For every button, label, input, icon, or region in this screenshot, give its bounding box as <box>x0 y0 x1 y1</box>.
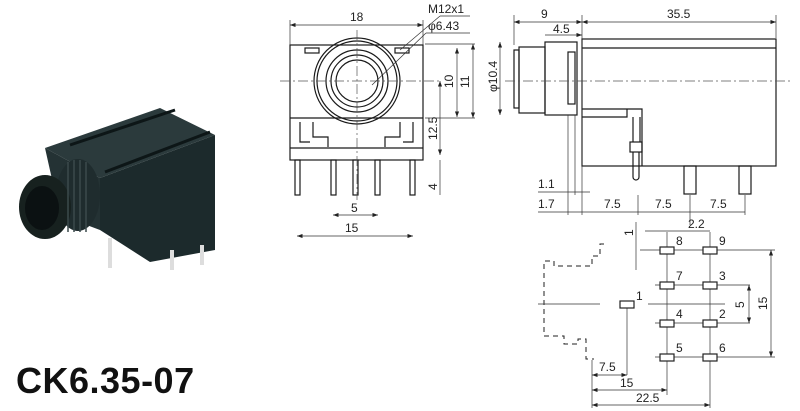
pin-7: 7 <box>676 269 683 283</box>
product-photo <box>19 108 215 270</box>
side-view: 9 35.5 4.5 φ10.4 1.1 1.7 7.5 7.5 7.5 <box>486 7 790 225</box>
dim-pin-spacing: 5 <box>351 201 358 215</box>
dim-1-7: 1.7 <box>538 197 555 211</box>
pin-3: 3 <box>719 269 726 283</box>
dim-2-2: 2.2 <box>688 217 705 231</box>
dim-width: 18 <box>350 10 364 24</box>
dim-5: 5 <box>733 301 747 308</box>
dim-1-1: 1.1 <box>538 177 555 191</box>
pin-8: 8 <box>676 234 683 248</box>
dim-4: 4 <box>426 183 440 190</box>
pin-5: 5 <box>676 341 683 355</box>
dim-22-5: 22.5 <box>636 391 660 405</box>
dim-front-depth: 9 <box>541 7 548 21</box>
pin-2: 2 <box>719 307 726 321</box>
part-number-title: CK6.35-07 <box>16 360 195 401</box>
dim-15-vertical: 15 <box>756 296 770 310</box>
dim-pitch-a: 7.5 <box>604 197 621 211</box>
pin-6: 6 <box>719 341 726 355</box>
front-view: 18 M12x1 φ6.43 10 11 12.5 4 5 15 <box>280 2 476 239</box>
dim-10: 10 <box>442 74 456 88</box>
dim-7-5: 7.5 <box>599 360 616 374</box>
thread-label: M12x1 <box>428 2 464 16</box>
dim-11: 11 <box>458 75 472 88</box>
dim-diameter: φ10.4 <box>486 61 500 92</box>
dim-pitch-c: 7.5 <box>710 197 727 211</box>
pin-4: 4 <box>676 307 683 321</box>
dim-pitch-b: 7.5 <box>655 197 672 211</box>
bore-label: φ6.43 <box>428 19 459 33</box>
dim-flange: 4.5 <box>553 22 570 36</box>
pin-1: 1 <box>636 289 643 303</box>
pcb-layout: 8 9 7 3 1 4 2 5 6 1 2.2 5 15 7.5 15 22.5 <box>538 217 775 408</box>
dim-1: 1 <box>622 229 636 236</box>
pin-9: 9 <box>719 234 726 248</box>
dim-12-5: 12.5 <box>426 116 440 140</box>
dim-pin-span: 15 <box>345 221 359 235</box>
dim-15-horizontal: 15 <box>620 376 634 390</box>
dim-body-length: 35.5 <box>667 7 691 21</box>
